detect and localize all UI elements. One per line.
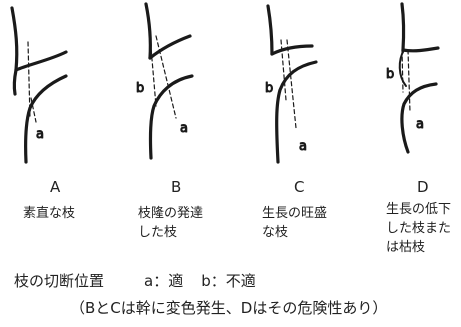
panel-a-upper-trunk: [10, 6, 19, 96]
panel-d-collar: [398, 49, 407, 87]
label-a: a: [299, 139, 307, 154]
legend-inappropriate: b：不適: [201, 272, 256, 290]
panel-c-branch: [270, 44, 314, 56]
panel-d-drawing: b a: [386, 2, 440, 154]
panel-d-cut-line-a: [407, 49, 411, 113]
panel-a-caption: 素直な枝: [23, 206, 76, 221]
branch-illustrations: a b a b a: [10, 2, 440, 164]
panel-d-caption: 生長の低下 した枝また は枯枝: [386, 202, 452, 255]
panel-c-cut-line-a: [286, 39, 297, 129]
panel-b-caption: 枝隆の発達 した枝: [138, 206, 204, 240]
panel-c-letter: C: [294, 178, 305, 196]
panel-a-lower-trunk: [24, 74, 68, 164]
panel-b-branch: [148, 34, 192, 60]
panel-a-cut-line: [27, 41, 31, 119]
panel-b-cut-line-b: [149, 35, 157, 107]
panel-d-lower-trunk: [400, 82, 438, 154]
label-a: a: [36, 127, 44, 142]
legend-appropriate: a：適: [144, 272, 184, 290]
panel-c-cut-line-b: [280, 39, 287, 101]
legend-title: 枝の切断位置: [14, 272, 105, 290]
panel-d-cut-line-b: [401, 49, 404, 93]
panel-a-drawing: a: [10, 6, 68, 164]
label-b: b: [136, 81, 144, 96]
panel-b-letter: B: [171, 178, 182, 196]
panel-a-branch: [14, 50, 68, 72]
panel-c-lower-trunk: [275, 60, 318, 164]
label-a: a: [416, 117, 424, 132]
panel-d-branch: [401, 46, 440, 53]
panel-b-cut-line-a: [155, 35, 177, 119]
panel-c-caption: 生長の旺盛 な枝: [262, 206, 328, 240]
label-b: b: [265, 81, 273, 96]
panel-c-upper-trunk: [266, 4, 274, 56]
panel-b-lower-trunk: [148, 74, 194, 160]
label-b: b: [386, 67, 394, 82]
panel-a-letter: A: [50, 178, 61, 196]
panel-d-letter: D: [417, 178, 429, 196]
panel-d-upper-trunk: [400, 2, 406, 52]
panel-b-drawing: b a: [136, 2, 194, 160]
label-a: a: [180, 121, 188, 136]
cut-position-legend: 枝の切断位置 a：適 b：不適: [14, 270, 256, 291]
panel-a-cut-line-ext: [30, 97, 37, 123]
panel-c-drawing: b a: [265, 4, 318, 164]
panel-b-upper-trunk: [144, 2, 152, 60]
discoloration-note: （BとCは幹に変色発生、Dはその危険性あり）: [70, 299, 388, 317]
